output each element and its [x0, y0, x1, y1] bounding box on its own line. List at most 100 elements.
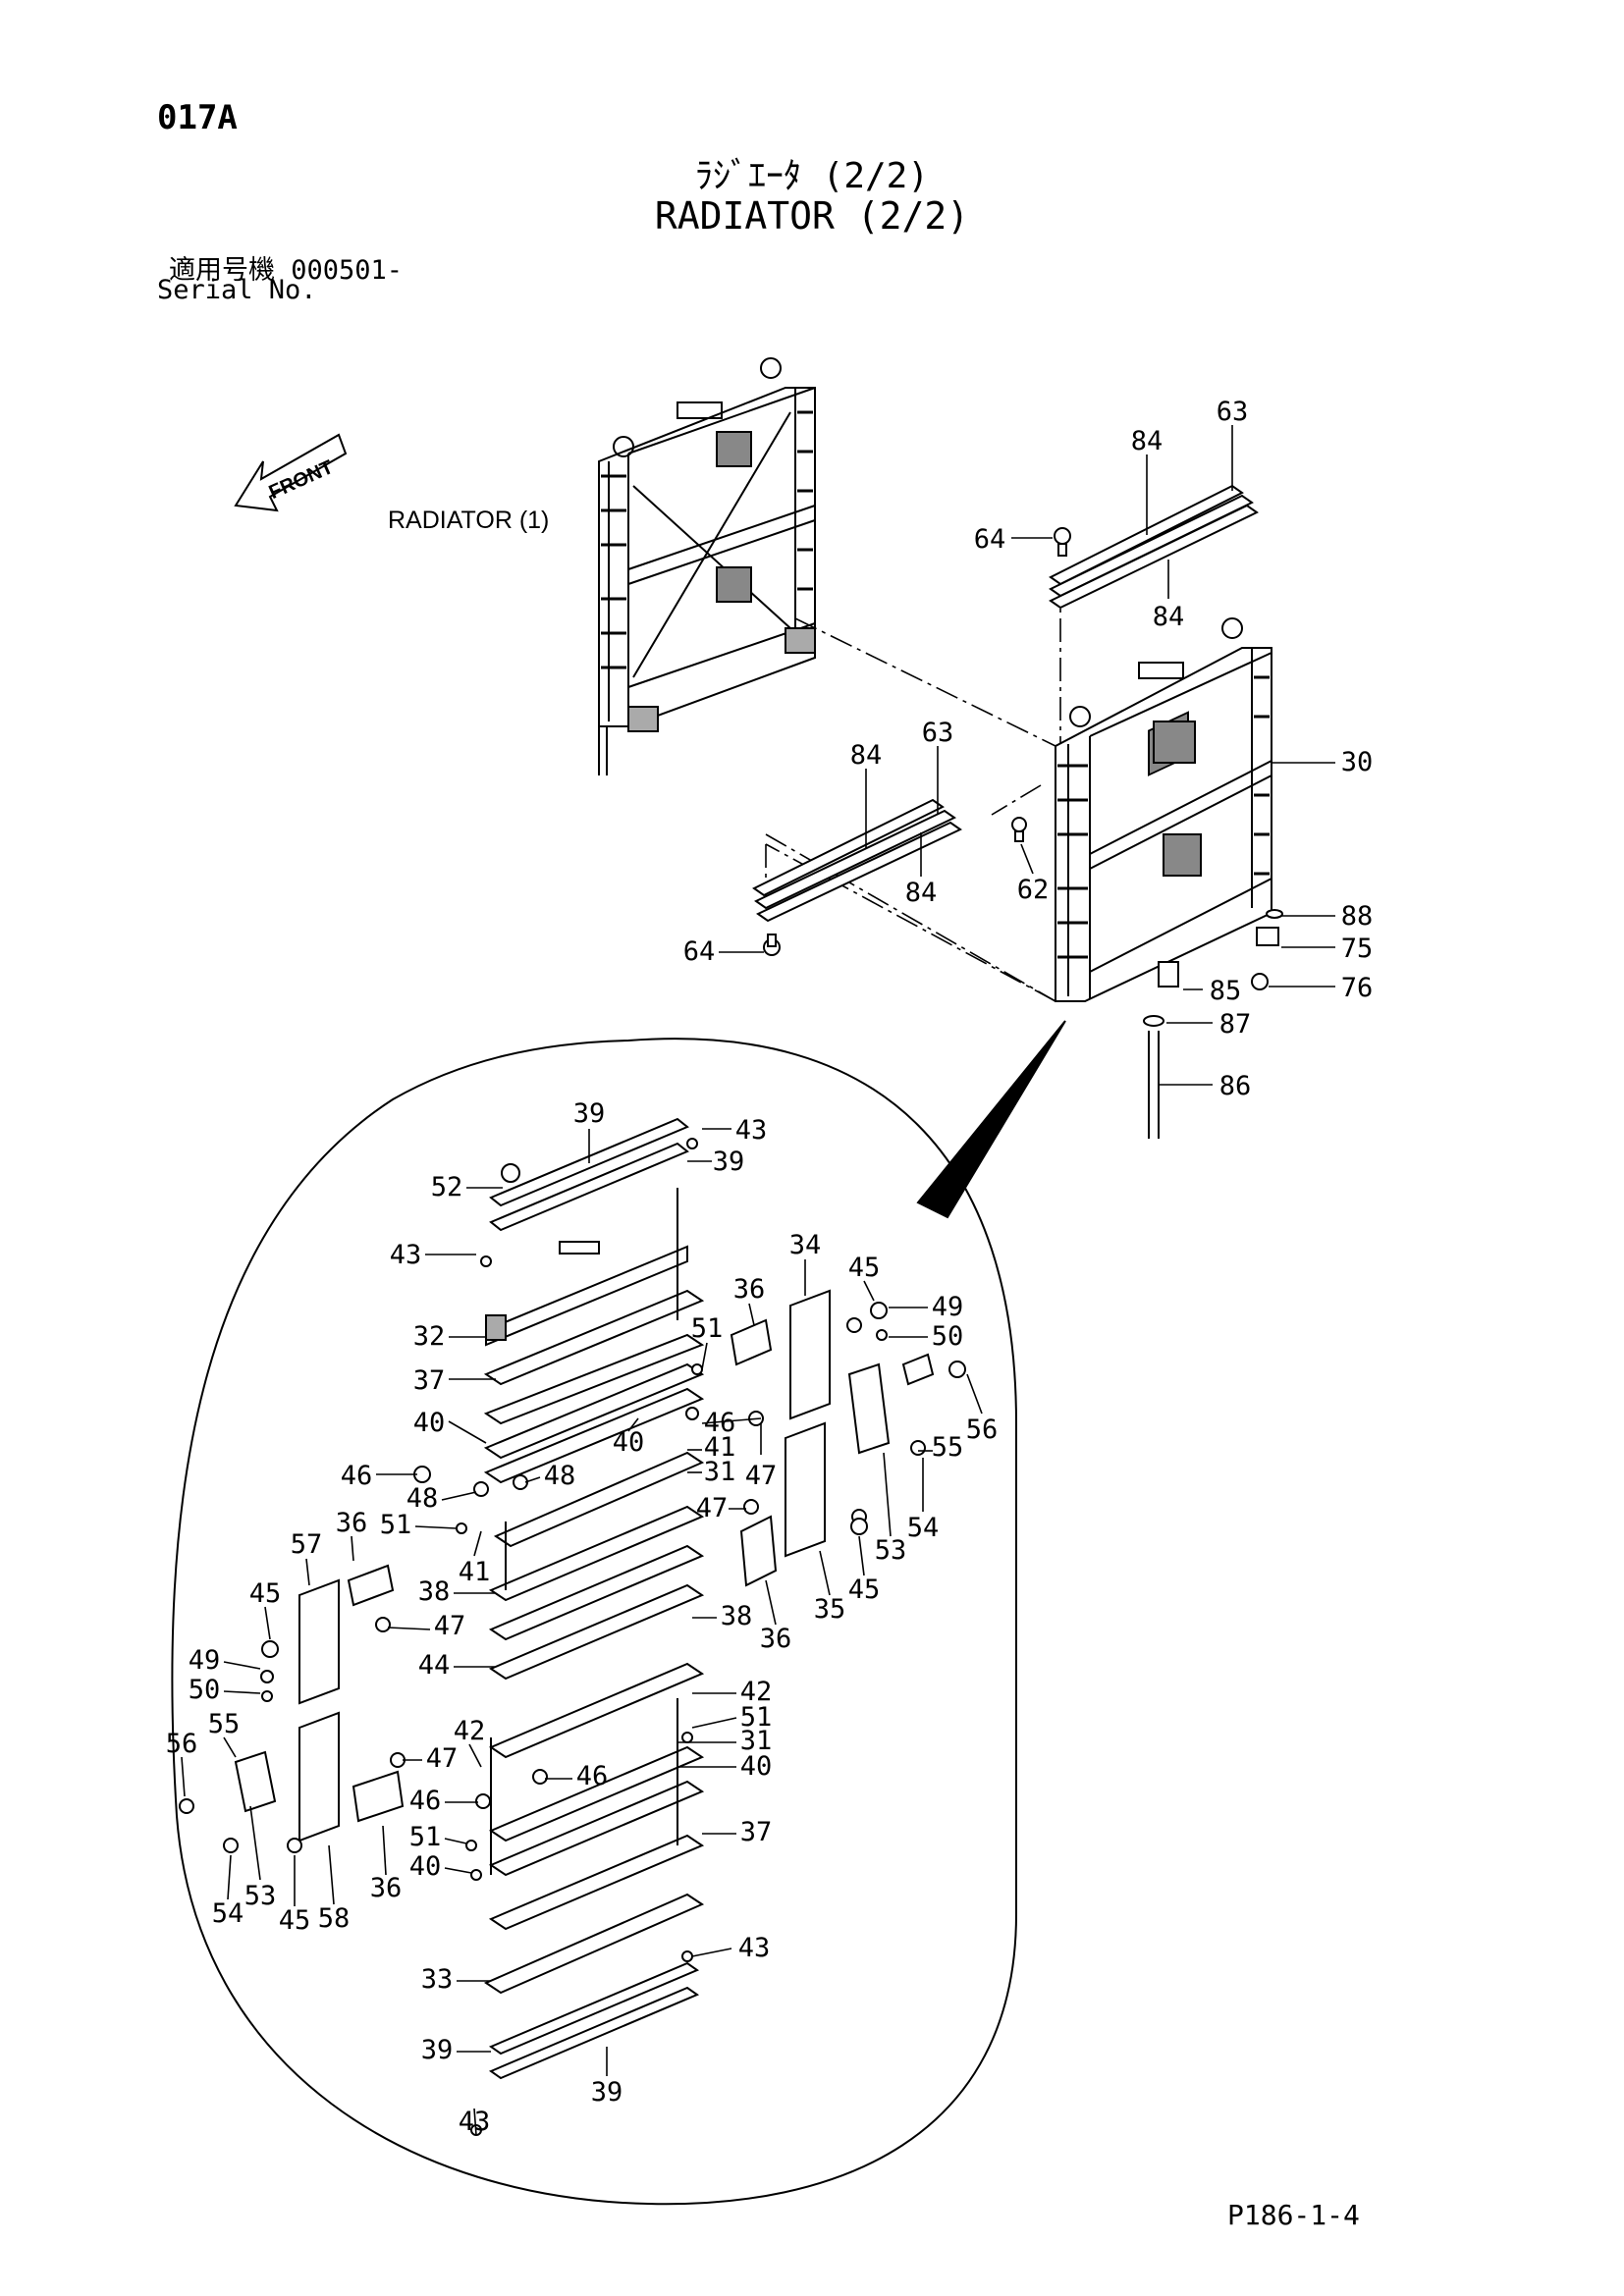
- part-number-50: 50: [189, 1675, 221, 1705]
- bolt-icons: [763, 527, 1283, 1139]
- part-number-47: 47: [745, 1461, 778, 1491]
- detail-view-outline: [171, 1038, 1017, 2206]
- part-number-51: 51: [691, 1313, 724, 1344]
- page-code: 017A: [157, 98, 238, 137]
- part-number-55: 55: [932, 1432, 964, 1463]
- front-arrow-icon: FRONT: [234, 433, 348, 512]
- radiator-1-reference: RADIATOR (1): [388, 507, 549, 534]
- part-number-41: 41: [704, 1432, 736, 1463]
- part-number-84: 84: [1131, 426, 1164, 456]
- part-number-43: 43: [738, 1933, 771, 1963]
- part-number-37: 37: [413, 1365, 446, 1396]
- part-number-56: 56: [166, 1729, 198, 1759]
- part-number-54: 54: [907, 1513, 940, 1543]
- part-number-46: 46: [341, 1461, 373, 1491]
- part-number-76: 76: [1341, 973, 1374, 1003]
- part-number-49: 49: [189, 1645, 221, 1676]
- part-number-36: 36: [370, 1873, 403, 1903]
- part-number-45: 45: [848, 1253, 881, 1283]
- part-number-46: 46: [409, 1786, 442, 1816]
- part-number-31: 31: [740, 1726, 773, 1756]
- part-number-51: 51: [380, 1510, 412, 1540]
- part-number-48: 48: [406, 1483, 439, 1514]
- part-number-40: 40: [613, 1427, 645, 1458]
- part-number-44: 44: [418, 1650, 451, 1681]
- part-number-85: 85: [1210, 976, 1242, 1006]
- title-english: RADIATOR (2/2): [654, 194, 970, 238]
- part-number-41: 41: [459, 1557, 491, 1587]
- part-number-39: 39: [421, 2035, 454, 2065]
- part-number-48: 48: [544, 1461, 576, 1491]
- part-number-37: 37: [740, 1817, 773, 1847]
- part-number-52: 52: [431, 1172, 463, 1202]
- part-number-43: 43: [459, 2107, 491, 2137]
- part-number-51: 51: [740, 1702, 773, 1733]
- part-number-63: 63: [922, 718, 954, 748]
- part-number-45: 45: [848, 1575, 881, 1605]
- part-number-33: 33: [421, 1964, 454, 1995]
- serial-label-english: Serial No.: [157, 275, 317, 305]
- part-number-36: 36: [336, 1508, 368, 1538]
- part-number-31: 31: [704, 1457, 736, 1487]
- part-number-64: 64: [683, 936, 716, 967]
- part-number-47: 47: [696, 1493, 729, 1523]
- part-number-46: 46: [704, 1408, 736, 1438]
- page-footer-code: P186-1-4: [1227, 2199, 1360, 2231]
- part-number-84: 84: [905, 878, 938, 908]
- part-number-39: 39: [591, 2077, 623, 2108]
- part-number-86: 86: [1219, 1071, 1252, 1101]
- part-number-45: 45: [249, 1578, 282, 1609]
- lower-seal-strips: [752, 798, 962, 923]
- upper-leader-lines: [719, 425, 1335, 1086]
- part-number-87: 87: [1219, 1009, 1252, 1040]
- part-number-62: 62: [1017, 875, 1050, 905]
- part-number-39: 39: [573, 1098, 606, 1129]
- part-number-47: 47: [426, 1743, 459, 1774]
- title-japanese: ﾗｼﾞｴｰﾀ (2/2): [694, 156, 930, 196]
- part-number-36: 36: [760, 1624, 792, 1654]
- part-number-38: 38: [721, 1601, 753, 1631]
- part-number-30: 30: [1341, 747, 1374, 777]
- detail-leader-lines: [181, 1128, 983, 2136]
- upper-seal-strips: [1049, 484, 1259, 610]
- part-number-63: 63: [1217, 397, 1249, 427]
- serial-label-japanese: 適用号機 000501-: [169, 255, 404, 286]
- part-number-88: 88: [1341, 901, 1374, 932]
- part-number-47: 47: [434, 1611, 466, 1641]
- part-number-38: 38: [418, 1576, 451, 1607]
- part-number-55: 55: [208, 1709, 241, 1739]
- radiator-2-assembly: [1055, 617, 1272, 1002]
- part-number-32: 32: [413, 1321, 446, 1352]
- part-number-42: 42: [740, 1677, 773, 1707]
- part-number-75: 75: [1341, 934, 1374, 964]
- part-number-40: 40: [409, 1851, 442, 1882]
- part-number-43: 43: [390, 1240, 422, 1270]
- part-number-84: 84: [1153, 602, 1185, 632]
- part-number-45: 45: [279, 1905, 311, 1936]
- part-number-58: 58: [318, 1903, 351, 1934]
- part-number-34: 34: [789, 1230, 822, 1260]
- part-number-84: 84: [850, 740, 883, 771]
- part-number-56: 56: [966, 1415, 999, 1445]
- part-number-46: 46: [576, 1761, 609, 1791]
- part-number-49: 49: [932, 1292, 964, 1322]
- part-number-53: 53: [875, 1535, 907, 1566]
- part-number-40: 40: [413, 1408, 446, 1438]
- part-number-35: 35: [814, 1594, 846, 1625]
- part-number-39: 39: [713, 1147, 745, 1177]
- part-number-40: 40: [740, 1751, 773, 1782]
- part-number-50: 50: [932, 1321, 964, 1352]
- part-number-36: 36: [733, 1274, 766, 1305]
- part-number-54: 54: [212, 1898, 244, 1929]
- part-number-53: 53: [244, 1881, 277, 1911]
- radiator-1-frame: [598, 357, 816, 775]
- fastener-icons: [179, 1138, 966, 2136]
- part-number-42: 42: [454, 1716, 486, 1746]
- core-plate-stack: [483, 1117, 705, 2080]
- side-brackets: [234, 1289, 935, 1842]
- part-number-57: 57: [291, 1529, 323, 1560]
- magnification-pointer-icon: [916, 1020, 1066, 1219]
- part-number-64: 64: [974, 524, 1006, 555]
